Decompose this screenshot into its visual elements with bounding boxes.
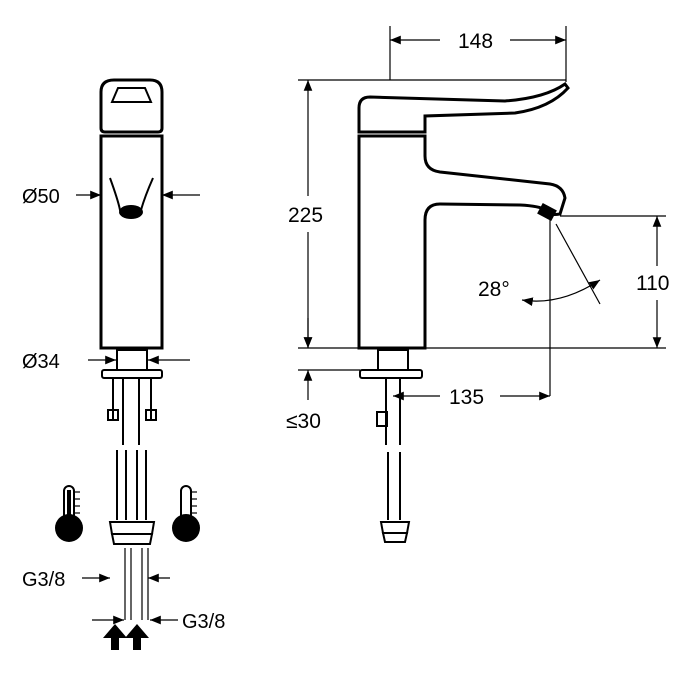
diameter-34-label: Ø34	[22, 351, 60, 373]
front-shank	[116, 349, 148, 371]
side-supply-hose	[376, 378, 411, 543]
front-lever-cutout	[110, 87, 153, 103]
side-base-plate	[359, 369, 423, 379]
cold-thermometer-icon	[172, 485, 200, 542]
angle-arc	[521, 279, 601, 306]
flow-direction-arrows-icon	[103, 624, 149, 650]
dim-30-label: ≤30	[286, 410, 321, 433]
angle-28-label: 28°	[478, 278, 510, 301]
dim-148-label: 148	[458, 30, 493, 53]
g38-lower-label: G3/8	[182, 611, 225, 633]
front-supply-hoses	[107, 378, 157, 620]
side-view: 148 225 110 28° 135 ≤30	[286, 26, 669, 543]
dim-110-label: 110	[636, 272, 669, 295]
dim-135-label: 135	[449, 386, 484, 409]
diameter-50-label: Ø50	[22, 186, 60, 208]
front-base-plate	[101, 369, 163, 379]
side-body-spout	[357, 134, 567, 350]
front-aerator-outlet	[119, 205, 143, 219]
side-aerator	[537, 202, 557, 222]
front-body	[99, 134, 164, 350]
hot-thermometer-icon	[55, 485, 83, 542]
side-lever	[357, 81, 570, 134]
front-view: Ø50 Ø34 G3/8 G3/8	[22, 78, 225, 650]
dim-225-label: 225	[288, 204, 323, 227]
side-shank	[377, 349, 409, 371]
g38-upper-label: G3/8	[22, 569, 65, 591]
